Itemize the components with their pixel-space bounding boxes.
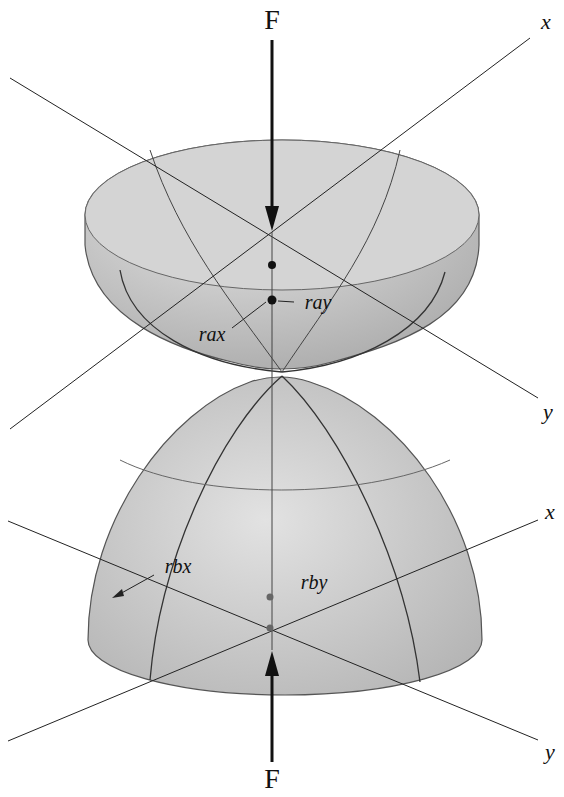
meridian [282,150,400,372]
force-arrow [271,672,274,762]
radius-label: rax [199,324,226,344]
meridian [282,376,420,682]
meridian [150,150,282,372]
radius-label: rby [301,572,328,592]
axis-label: y [543,401,553,423]
upper-top-face [85,140,479,290]
force-label: F [264,6,280,34]
arrow-head [112,589,124,598]
curvature-centre [267,594,274,601]
force-arrow [271,40,274,210]
meridian [120,460,450,490]
meridian [282,272,445,372]
leader-line [278,301,294,302]
axis-label: x [541,11,551,33]
x-axis [10,38,530,429]
lower-body [88,377,482,695]
radius-label: rbx [165,556,192,576]
curvature-centre [268,261,276,269]
arrow-head [265,651,279,676]
radius-label: ray [305,292,332,312]
force-label: F [264,765,280,793]
curvature-centre [268,296,277,305]
z-axis [272,232,273,650]
upper-body [85,140,479,369]
axis-label: y [545,741,555,763]
meridian [150,376,282,680]
y-axis [10,78,538,398]
leader-line [118,575,154,595]
arrow-head [265,206,279,231]
axis-label: x [545,501,555,523]
curvature-centre [267,625,274,632]
leader-line [232,302,266,328]
